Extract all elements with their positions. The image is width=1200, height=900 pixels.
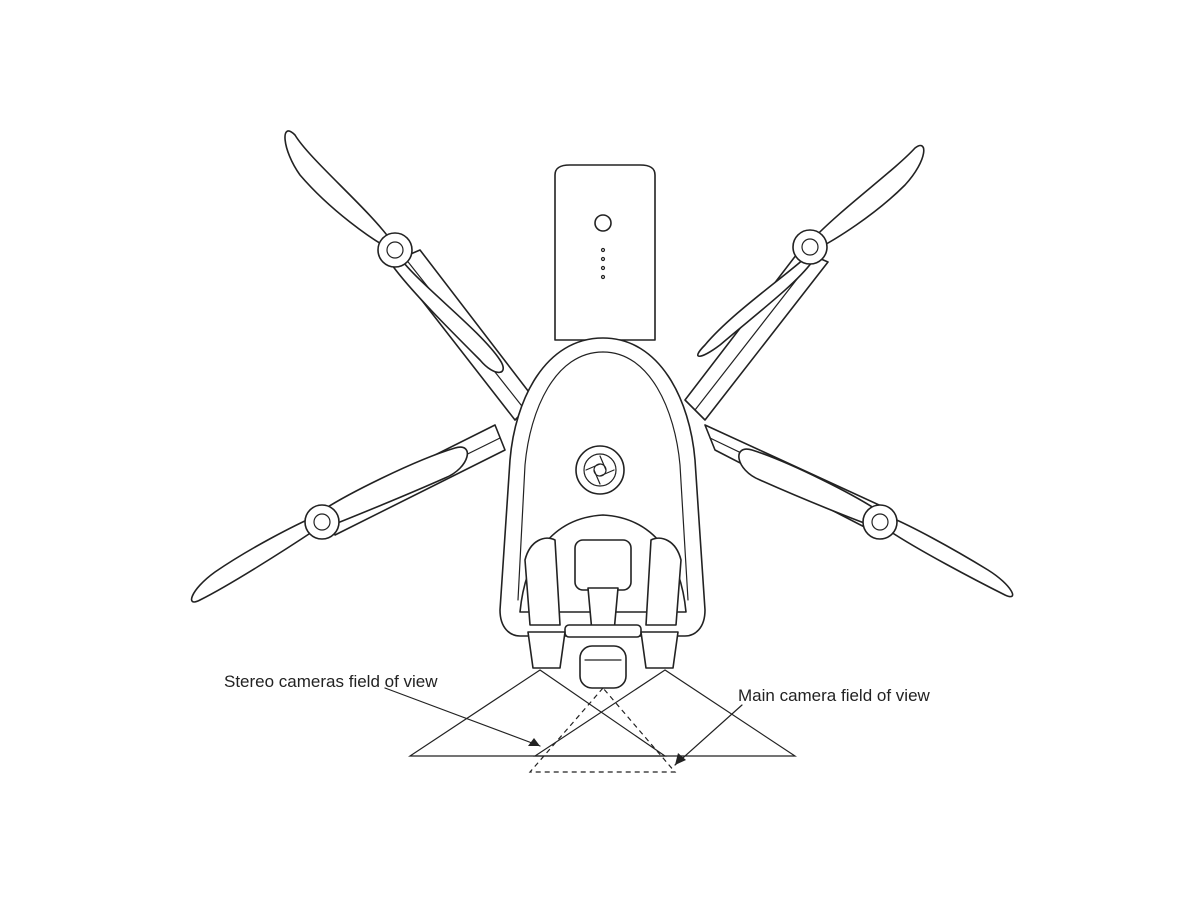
battery [554, 164, 656, 341]
battery-led-3 [600, 265, 606, 271]
main-fov-leader [674, 704, 743, 766]
camera-cradle [519, 514, 687, 638]
propeller-upper-right [697, 144, 925, 358]
motor-hub-upper-left [377, 232, 413, 268]
battery-led-4 [600, 274, 606, 280]
fan-vent-icon [575, 445, 625, 495]
stereo-cameras-fov-label: Stereo cameras field of view [224, 672, 438, 691]
stereo-fov-leader [384, 687, 541, 747]
stereo-camera-right [640, 631, 679, 669]
power-button-icon [594, 214, 612, 232]
battery-led-2 [600, 256, 606, 262]
battery-led-1 [600, 247, 606, 253]
propeller-upper-left [284, 130, 504, 374]
main-camera [579, 645, 627, 689]
main-camera-fov [528, 687, 677, 773]
propeller-lower-right [738, 448, 1014, 598]
motor-hub-lower-right [862, 504, 898, 540]
arm-upper-right [684, 249, 829, 421]
propeller-lower-left [190, 446, 469, 603]
stereo-fov-right [533, 669, 797, 757]
stereo-camera-left [527, 631, 566, 669]
main-camera-fov-label: Main camera field of view [738, 686, 930, 705]
motor-hub-upper-right [792, 229, 828, 265]
motor-hub-lower-left [304, 504, 340, 540]
